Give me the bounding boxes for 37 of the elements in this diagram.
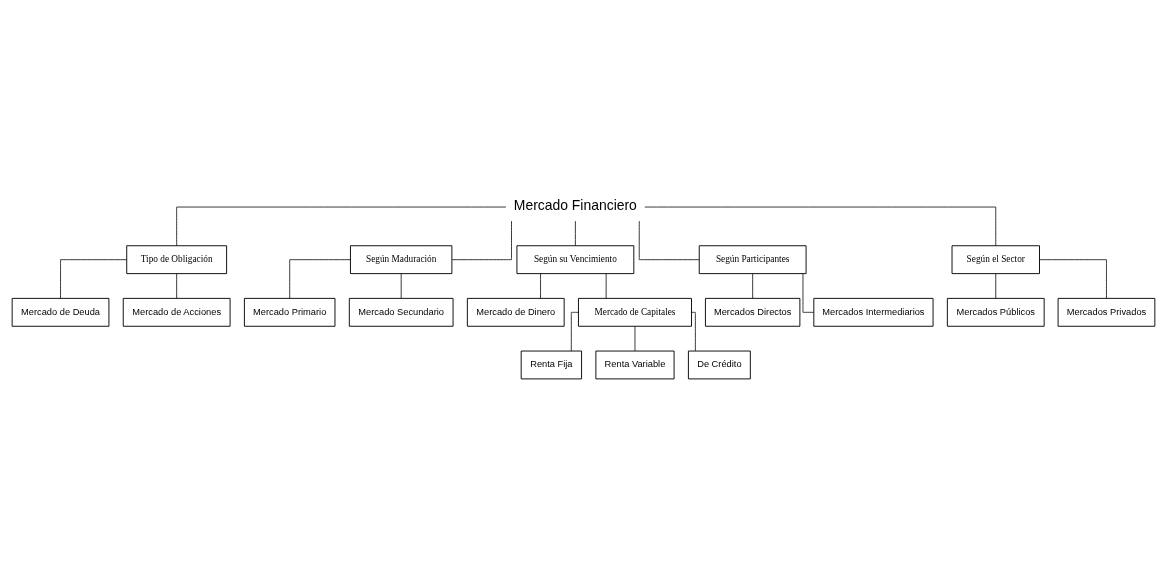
connector xyxy=(540,272,541,299)
node-box: Mercado de Deuda xyxy=(11,297,110,327)
connector xyxy=(691,311,696,351)
connector xyxy=(1039,258,1107,299)
connector xyxy=(451,220,512,260)
node-box: Renta Fija xyxy=(520,350,583,379)
node-box: Según el Sector xyxy=(951,244,1040,274)
node-box: Mercados Directos xyxy=(704,297,801,327)
node-box: Mercados Públicos xyxy=(946,297,1045,327)
node-box: Mercado de Capitales xyxy=(578,297,692,327)
node-box: Mercados Intermediarios xyxy=(813,297,934,327)
connector xyxy=(605,272,607,299)
node-box: Mercado Secundario xyxy=(348,297,454,327)
connector xyxy=(570,311,579,351)
node-box: Mercados Privados xyxy=(1057,297,1156,327)
node-box: Mercado de Dinero xyxy=(466,297,565,327)
node-box: De Crédito xyxy=(687,350,751,379)
connector xyxy=(638,220,700,260)
node-box: Tipo de Obligación xyxy=(126,244,228,274)
connector xyxy=(995,272,997,299)
node-box: Mercado de Acciones xyxy=(122,297,231,327)
node-box: Según su Vencimiento xyxy=(516,244,635,274)
connector xyxy=(575,220,576,246)
node-box: Según Participantes xyxy=(698,244,807,274)
node-box: Según Maduración xyxy=(350,244,453,274)
connector xyxy=(60,258,127,299)
node-text: Mercado Financiero xyxy=(513,196,637,213)
connector xyxy=(400,272,402,299)
node-box: Mercado Primario xyxy=(243,297,336,327)
connector xyxy=(802,272,815,313)
node-box: Renta Variable xyxy=(595,350,675,379)
connector xyxy=(176,206,507,246)
connector xyxy=(752,272,754,299)
connector xyxy=(289,258,351,299)
connector xyxy=(176,272,178,299)
connector xyxy=(644,206,997,246)
connector xyxy=(634,325,636,351)
